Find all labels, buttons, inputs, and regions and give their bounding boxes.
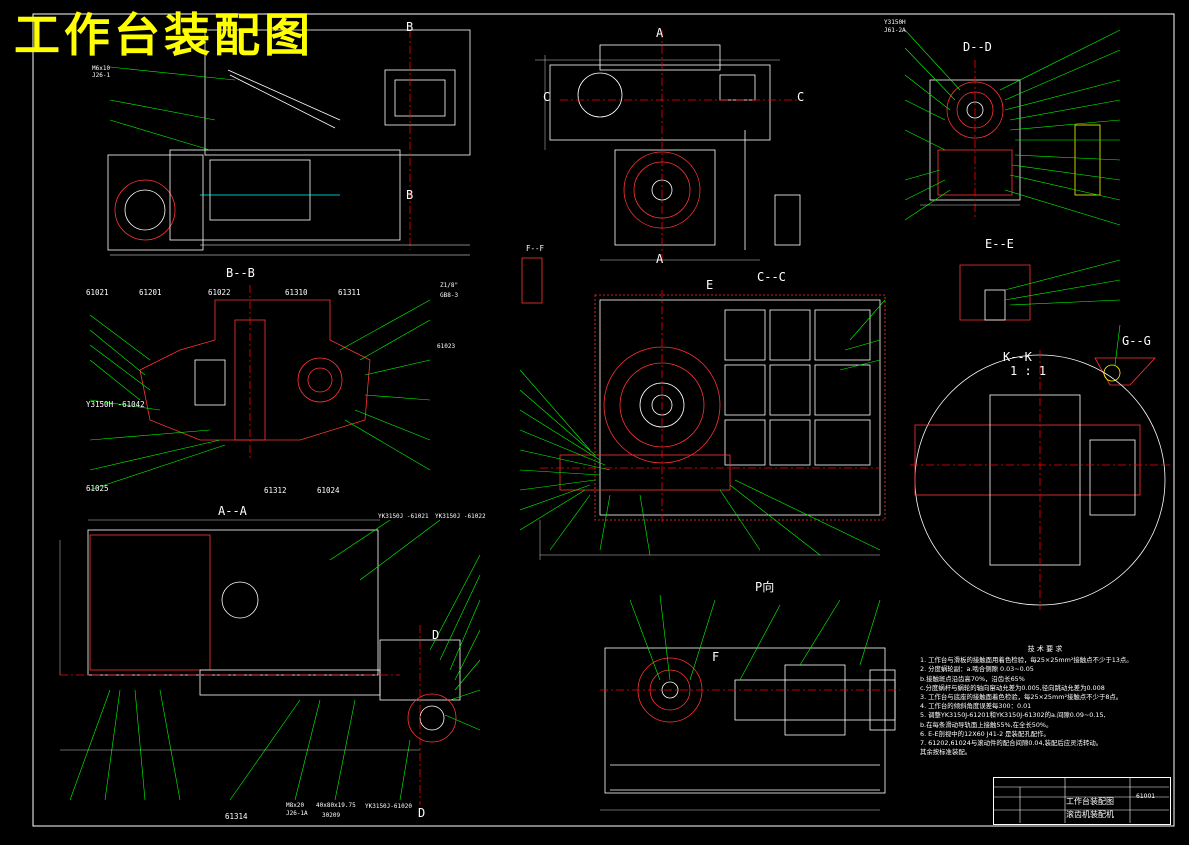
section-mark-b-bottom: B (406, 188, 414, 202)
note-line: 1. 工作台与滑板的接触面用着色检验，每25×25mm²接触点不少于13点。 (920, 656, 1133, 665)
callout-z1-8: Z1/8" (440, 282, 459, 289)
section-mark-c-right: C (797, 90, 805, 104)
view-scale-k-k: 1 : 1 (1010, 364, 1047, 378)
callout-m6x10: M6x10 (92, 65, 111, 72)
view-b-b (139, 285, 371, 460)
note-line: b.接触斑点沿齿高70%，沿齿长65% (920, 674, 1025, 683)
note-line: 4. 工作台的倾斜角度误差每300：0.01 (920, 702, 1032, 711)
section-mark-e: E (706, 278, 714, 292)
callout-gb8-3: GB8-3 (440, 292, 459, 299)
callout-61023: 61023 (437, 343, 456, 350)
view-label-a-a: A--A (218, 504, 247, 518)
callout-61310: 61310 (285, 288, 308, 297)
view-label-k-k: K--K (1003, 350, 1032, 364)
title-block-name: 工作台装配图 (1066, 797, 1114, 806)
section-mark-b-top: B (406, 20, 414, 34)
section-mark-a-bottom: A (656, 252, 664, 266)
callout-61024: 61024 (317, 486, 340, 495)
callout-61312: 61312 (264, 486, 287, 495)
callout-61022: 61022 (208, 288, 231, 297)
view-label-g-g: G--G (1122, 334, 1151, 348)
callout-40x80x19-75: 40x80x19.75 (316, 802, 356, 809)
note-line: 2. 分度蜗轮副：a.啮合侧隙 0.03~0.05 (920, 665, 1034, 674)
callout-61025: 61025 (86, 484, 109, 493)
callout-y3150h-61042: Y3150H -61042 (86, 400, 145, 409)
title-block: 工作台装配图 滚齿机装配机 61001 (993, 777, 1171, 825)
dimension-lines (59, 55, 1020, 811)
section-mark-d-bottom: D (418, 806, 426, 820)
view-e-e (959, 264, 1031, 321)
view-label-b-b: B--B (226, 266, 255, 280)
note-line: 5. 调整YK3150J-61201和YK3150J-61302的a.间隙0.0… (920, 711, 1106, 720)
callout-yk3150j-61020: YK3150J-61020 (365, 803, 412, 810)
callout-61314: 61314 (225, 812, 248, 821)
callout-30209: 30209 (322, 812, 341, 819)
view-label-p: P向 (755, 580, 775, 594)
technical-requirements: 技 术 要 求 1. 工作台与滑板的接触面用着色检验，每25×25mm²接触点不… (920, 645, 1170, 757)
note-line: c.分度蜗杆与蜗轮的轴向窜动允差为0.005,径向跳动允差为0.008 (920, 683, 1105, 692)
callout-61311: 61311 (338, 288, 361, 297)
note-line: b.在每条滑动导轨面上接触55%,在全长50%。 (920, 720, 1053, 729)
callout-j61-2a: J61-2A (884, 27, 906, 34)
callout-j26-1: J26-1 (92, 72, 111, 79)
section-mark-a-top: A (656, 26, 664, 40)
callout-j26-1a: J26-1A (286, 810, 308, 817)
note-line: 3. 工作台与底座的接触面着色检验，每25×25mm²接触点不少于8点。 (920, 693, 1123, 702)
title-block-subtitle: 滚齿机装配机 (1066, 810, 1114, 819)
view-label-e-e: E--E (985, 237, 1014, 251)
callout-m8x20: M8x20 (286, 802, 305, 809)
view-top-middle (549, 30, 801, 265)
callout-yk3150j-61022: YK3150J -61022 (435, 513, 486, 520)
sheet-border (32, 13, 1175, 827)
callout-61021: 61021 (86, 288, 109, 297)
callout-y3150h: Y3150H (884, 19, 906, 26)
view-a-a (60, 529, 461, 805)
note-line: 7. 61202,61024与滚动件的配合间隙0.04,装配后应灵活转动。 (920, 739, 1103, 748)
title-block-code: 61001 (1136, 793, 1156, 800)
notes-heading: 技 术 要 求 (1027, 645, 1063, 653)
title-block-lines (993, 777, 1169, 823)
view-label-c-c: C--C (757, 270, 786, 284)
view-k-k (910, 350, 1170, 610)
view-g-g (1094, 357, 1156, 386)
section-mark-d-top: D (432, 628, 440, 642)
note-line: 其余按标准装配。 (920, 748, 972, 757)
view-c-c (540, 290, 886, 525)
callout-61201: 61201 (139, 288, 162, 297)
view-p (600, 647, 900, 794)
section-mark-f: F (712, 650, 720, 664)
view-f-f (521, 257, 543, 304)
callout-yk3150j-61021: YK3150J -61021 (378, 513, 429, 520)
view-label-f-f: F--F (526, 244, 545, 253)
drawing-title: 工作台装配图 (14, 8, 314, 62)
view-label-d-d: D--D (963, 40, 992, 54)
section-mark-c-left: C (543, 90, 551, 104)
view-top-left (107, 29, 471, 256)
note-line: 6. E-E剖视中的12X60 J41-2 是装配孔配作。 (920, 729, 1050, 738)
